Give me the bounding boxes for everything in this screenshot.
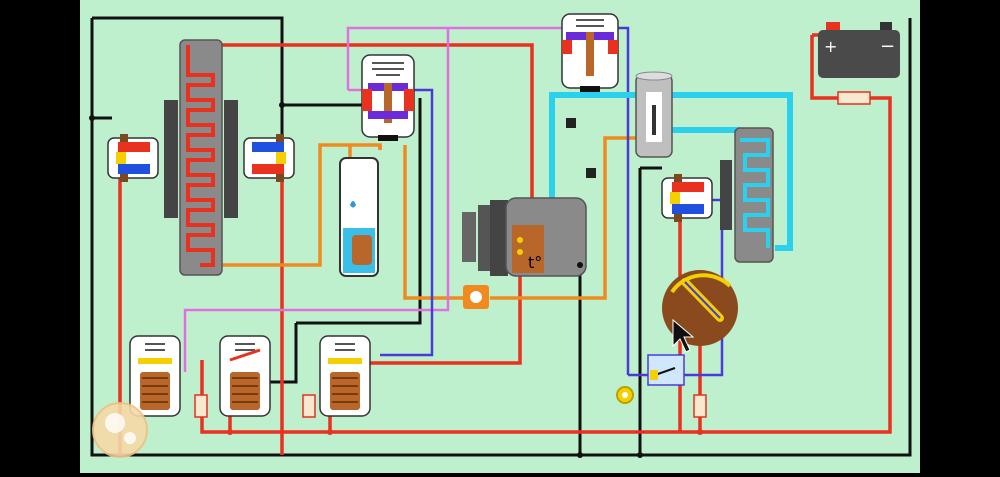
filter-icon [566,118,576,128]
pressure-switch-icon [647,354,685,386]
wires-black [90,16,912,457]
solenoid-valve-icon [561,13,619,92]
fuse-icon [693,394,707,418]
fuse-icon [837,91,871,105]
battery-plus: + [824,37,837,56]
battery-minus: − [880,36,895,57]
junction-dots-red [227,429,703,435]
fan-motor-icon [107,134,159,182]
fan-motor-icon [243,134,295,182]
compressor-temp-label: t° [528,253,542,272]
mouse-cursor-icon [672,318,695,353]
relay-coil-icon [129,335,181,417]
relay-coil-icon [219,335,271,417]
wires-cyan [549,92,793,251]
battery-icon: + − [818,22,900,78]
evaporator-icon [720,127,774,263]
compressor-icon: t° [462,197,587,277]
solenoid-valve-icon [361,54,415,141]
fuse-icon [194,394,208,418]
filter-icon [586,168,596,178]
wires-orange [200,136,636,300]
wires-magenta [183,26,562,372]
relay-coil-icon [319,335,371,417]
coolant-reservoir-icon [339,157,379,277]
logo-icon [92,402,148,458]
fan-motor-icon [661,174,713,222]
fuse-icon [302,394,316,418]
heater-core-icon [164,39,238,276]
junction-dots [89,102,643,458]
ac-switch-button[interactable] [463,285,489,309]
receiver-drier-icon [635,71,673,158]
